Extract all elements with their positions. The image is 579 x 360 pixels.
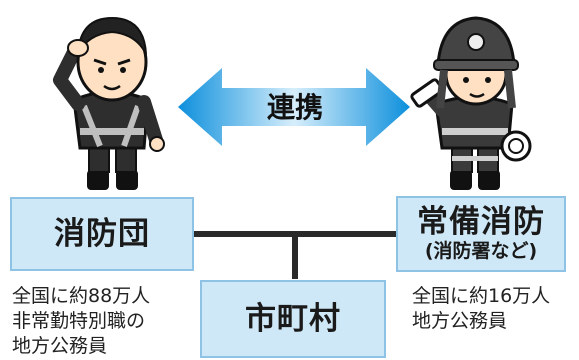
desc-line: 地方公務員	[12, 335, 108, 357]
firefighter-icon	[398, 0, 548, 192]
jobi-title: 常備消防	[417, 204, 545, 241]
desc-line: 地方公務員	[412, 310, 508, 332]
cooperation-label: 連携	[266, 91, 323, 124]
desc-line: 非常勤特別職の	[12, 310, 146, 332]
shichoson-box: 市町村	[200, 280, 386, 358]
shobodan-title: 消防団	[54, 215, 150, 252]
jobi-box: 常備消防 (消防署など)	[396, 196, 566, 272]
desc-line: 全国に約88万人	[12, 285, 151, 307]
jobi-subtitle: (消防署など)	[424, 239, 538, 262]
desc-line: 全国に約16万人	[412, 285, 551, 307]
shobodan-box: 消防団	[10, 197, 194, 271]
connector-vertical	[292, 231, 298, 279]
double-arrow-icon	[178, 68, 410, 146]
shichoson-title: 市町村	[245, 300, 341, 337]
jobi-description: 全国に約16万人 地方公務員	[412, 284, 550, 334]
volunteer-firefighter-icon	[40, 0, 180, 192]
shobodan-description: 全国に約88万人 非常勤特別職の 地方公務員	[12, 284, 150, 359]
